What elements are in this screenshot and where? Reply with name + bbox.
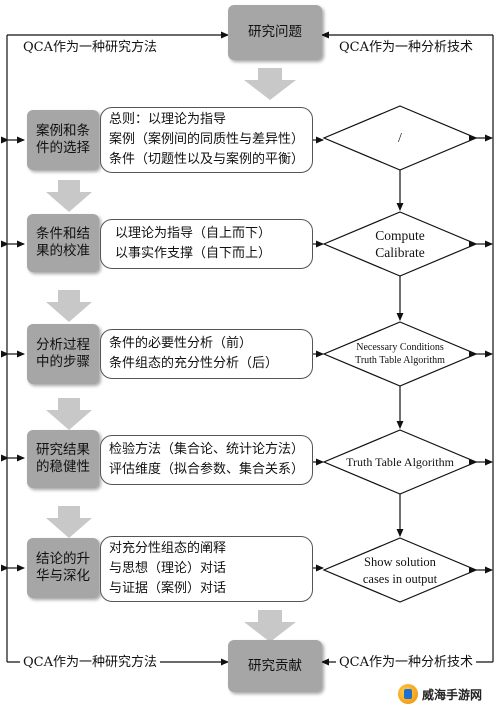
step5-line1: 对充分性组态的阐释	[109, 541, 227, 556]
step4-details: 检验方法（集合论、统计论方法） 评估维度（拟合参数、集合关系）	[100, 435, 313, 485]
big-arrow-step4	[46, 506, 92, 538]
step1-details: 总则：以理论为指导 案例（案例间的同质性与差异性） 条件（切题性以及与案例的平衡…	[100, 107, 313, 173]
diamond1-text: /	[334, 124, 466, 154]
diamond3-text: Necessary Conditions Truth Table Algorit…	[334, 340, 466, 368]
diamond4-text: Truth Table Algorithm	[334, 452, 466, 472]
step2-details: 以理论为指导（自上而下） 以事实作支撑（自下而上）	[100, 219, 313, 269]
diamond3-line2: Truth Table Algorithm	[355, 355, 445, 366]
header-left-top: QCA作为一种研究方法	[20, 36, 160, 55]
step3-line2: 条件组态的充分性分析（后）	[109, 356, 279, 371]
step3-details: 条件的必要性分析（前） 条件组态的充分性分析（后）	[100, 329, 313, 379]
diamond4-line1: Truth Table Algorithm	[346, 454, 454, 469]
step3-box: 分析过程 中的步骤	[27, 324, 99, 384]
research-question-label: 研究问题	[248, 24, 302, 40]
header-left-bottom: QCA作为一种研究方法	[20, 651, 160, 670]
step4-line2: 评估维度（拟合参数、集合关系）	[109, 462, 305, 477]
research-contribution-box: 研究贡献	[228, 640, 322, 692]
step5-label: 结论的升 华与深化	[36, 551, 90, 584]
diamond1-line1: /	[398, 131, 402, 146]
step2-line1: 以理论为指导（自上而下）	[115, 226, 272, 241]
diamond5-line2: cases in output	[362, 572, 438, 586]
big-arrow-top	[244, 68, 296, 100]
step1-line2: 案例（案例间的同质性与差异性）	[109, 132, 305, 147]
header-right-top: QCA作为一种分析技术	[336, 36, 476, 55]
side-arrows	[1, 134, 493, 574]
big-arrow-step3	[46, 398, 92, 430]
step4-box: 研究结果 的稳健性	[27, 430, 99, 488]
step4-line1: 检验方法（集合论、统计论方法）	[109, 442, 305, 457]
step1-line3: 条件（切题性以及与案例的平衡）	[109, 152, 305, 167]
diamond-step5	[322, 537, 478, 603]
step2-line2: 以事实作支撑（自下而上）	[115, 246, 272, 261]
step5-line3: 与证据（案例）对话	[109, 581, 227, 596]
diamond2-text: Compute Calibrate	[334, 227, 466, 261]
diamond2-line1: Compute	[375, 228, 425, 243]
step5-line2: 与思想（理论）对话	[109, 561, 227, 576]
step5-details: 对充分性组态的阐释 与思想（理论）对话 与证据（案例）对话	[100, 536, 313, 602]
step4-label: 研究结果 的稳健性	[36, 442, 90, 475]
watermark-logo: 威海手游网	[398, 682, 498, 706]
research-question-box: 研究问题	[228, 5, 322, 60]
diamond-shapes	[322, 105, 478, 603]
research-contribution-label: 研究贡献	[248, 657, 302, 674]
diamond5-line1: Show solution	[364, 555, 436, 569]
game-site-logo-icon	[398, 684, 418, 704]
big-arrow-step2	[46, 290, 92, 322]
step2-label: 条件和结 果的校准	[36, 226, 90, 259]
diamond5-text: Show solution cases in output	[334, 554, 466, 588]
step3-label: 分析过程 中的步骤	[36, 337, 90, 370]
step1-line1: 总则：以理论为指导	[109, 112, 227, 127]
big-arrow-step1	[46, 180, 92, 212]
big-grey-arrows	[46, 68, 296, 642]
diamond2-line2: Calibrate	[375, 245, 425, 260]
step3-line1: 条件的必要性分析（前）	[109, 336, 253, 351]
watermark-text: 威海手游网	[422, 687, 483, 702]
header-right-bottom: QCA作为一种分析技术	[336, 651, 476, 670]
step1-box: 案例和条 件的选择	[27, 110, 99, 170]
step5-box: 结论的升 华与深化	[27, 538, 99, 598]
big-arrow-bottom	[244, 610, 296, 642]
diamond3-line1: Necessary Conditions	[356, 342, 444, 353]
step1-label: 案例和条 件的选择	[36, 123, 90, 156]
step2-box: 条件和结 果的校准	[27, 214, 99, 272]
